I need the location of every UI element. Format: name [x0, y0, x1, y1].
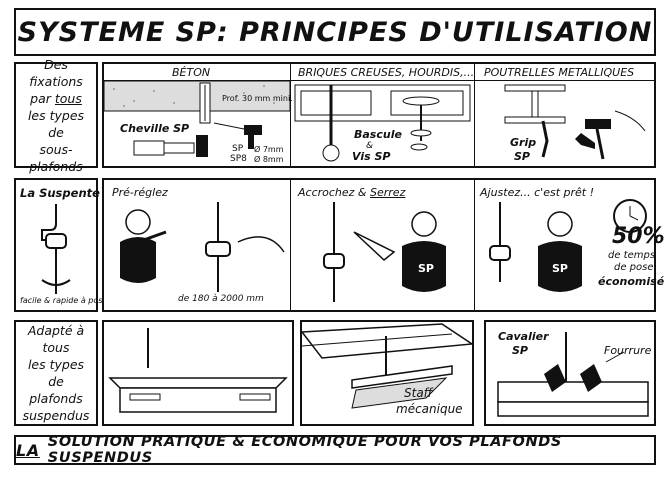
hollow-brick-illustration — [294, 84, 471, 162]
title-text: SYSTEME SP: PRINCIPES D'UTILISATION — [17, 16, 653, 48]
badge-line2: de pose — [614, 262, 654, 273]
page-title: SYSTEME SP: PRINCIPES D'UTILISATION — [14, 8, 656, 56]
row3-panel3: Cavalier SP Fourrure — [484, 320, 656, 426]
staff-label-1: Staff — [404, 386, 433, 400]
cavalier-fourrure-illustration — [497, 332, 649, 417]
amp-label: & — [366, 141, 374, 151]
grip-sp-label: SP — [514, 150, 530, 163]
staff-ceiling-illustration — [300, 323, 475, 409]
staff-label-2: mécanique — [396, 402, 463, 416]
badge-line3: économisé — [598, 275, 665, 288]
cavalier-label-1: Cavalier — [498, 330, 549, 343]
grip-label: Grip — [510, 136, 537, 149]
poutrelles-header: POUTRELLES METALLIQUES — [484, 66, 635, 79]
step3-worker-illustration — [489, 199, 647, 292]
row3-side-line4: suspendus — [22, 408, 90, 423]
prof-label: Prof. 30 mm mini. — [222, 94, 293, 103]
fourrure-label: Fourrure — [604, 344, 652, 357]
badge-line1: de temps — [608, 250, 656, 261]
row1-side-line4: sous-plafonds — [29, 141, 83, 174]
concrete-drill-illustration — [103, 80, 291, 157]
row1-side-line3: les types de — [27, 107, 85, 140]
suspente-title: La Suspente SP — [20, 186, 121, 200]
step3-shirt-text: SP — [552, 262, 568, 275]
rail-ceiling-illustration — [108, 328, 288, 413]
row1-side-line1: Des fixations — [29, 56, 83, 89]
row2-side-box: La Suspente SP facile & rapide à poser — [14, 178, 121, 312]
badge-big: 50% — [612, 224, 665, 249]
bascule-label: Bascule — [354, 128, 402, 141]
cheville-label: Cheville SP — [120, 122, 190, 135]
step2-title: Accrochez & Serrez — [298, 186, 406, 199]
step2-serrez: Serrez — [370, 186, 406, 199]
footer-banner: LA SOLUTION PRATIQUE & ECONOMIQUE POUR V… — [14, 434, 656, 466]
suspente-caption: facile & rapide à poser — [20, 296, 111, 305]
row3-side-box: Adapté à tous les types de plafonds susp… — [14, 320, 98, 426]
step1-dimension: de 180 à 2000 mm — [178, 294, 264, 304]
row1-side-line2: par tous — [30, 90, 82, 106]
step2-pliers-illustration — [323, 202, 446, 302]
d7-label: Ø 7mm — [254, 145, 284, 154]
vis-label: Vis SP — [352, 150, 391, 163]
row1-side-tous: tous — [54, 90, 82, 106]
row3-side-line3: plafonds — [29, 391, 83, 406]
row1-side-box: Des fixations par tous les types de sous… — [14, 57, 98, 174]
cavalier-label-2: SP — [512, 344, 528, 357]
footer-la: LA — [16, 440, 40, 460]
step3-title: Ajustez... c'est prêt ! — [480, 186, 594, 199]
beton-header: BÉTON — [172, 66, 211, 79]
steel-beam-illustration — [504, 84, 646, 160]
row3-side-line1: Adapté à tous — [27, 323, 85, 355]
suspente-hanger-icon — [41, 204, 71, 294]
sp-label: SP — [232, 144, 244, 154]
row2-steps-box: Pré-réglez de 180 à 2000 mm Accrochez & … — [102, 178, 665, 312]
sp8-label: SP8 — [230, 154, 247, 164]
d8-label: Ø 8mm — [254, 155, 284, 164]
row3-side-line2: les types de — [27, 357, 85, 389]
row3-panel2: Staff mécanique — [300, 320, 475, 426]
step1-title: Pré-réglez — [112, 186, 168, 199]
step2-shirt-text: SP — [418, 262, 434, 275]
footer-text: SOLUTION PRATIQUE & ECONOMIQUE POUR VOS … — [47, 434, 562, 466]
row1-panels-box: BÉTON BRIQUES CREUSES, HOURDIS,... POUTR… — [102, 62, 656, 168]
briques-header: BRIQUES CREUSES, HOURDIS,... — [298, 66, 475, 79]
row3-panel1 — [102, 320, 294, 426]
step1-worker-illustration — [120, 202, 285, 292]
